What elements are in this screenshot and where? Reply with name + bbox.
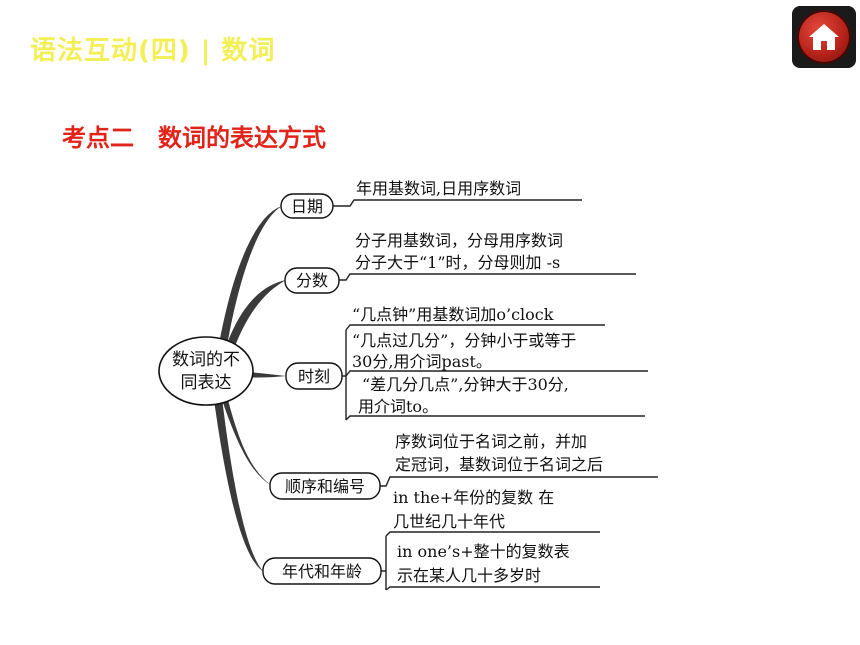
branch-age-detail-4: 示在某人几十多岁时: [397, 566, 541, 585]
branch-order-detail-1: 序数词位于名词之前，并加: [395, 432, 587, 451]
branch-age-detail-2: 几世纪几十年代: [393, 512, 505, 531]
branch-time: 时刻 “几点钟”用基数词加o’clock “几点过几分”，分钟小于或等于 30分…: [285, 305, 648, 421]
home-icon: [809, 24, 839, 50]
branch-age: 年代和年龄 in the+年份的复数 在 几世纪几十年代 in one’s+整十…: [262, 488, 600, 591]
branch-date-detail-1: 年用基数词,日用序数词: [356, 179, 521, 198]
home-button[interactable]: [792, 6, 856, 68]
branch-date-label: 日期: [291, 197, 323, 216]
root-line-2: 同表达: [181, 373, 232, 393]
branch-fraction: 分数 分子用基数词，分母用序数词 分子大于“1”时，分母则加 -s: [284, 231, 636, 294]
branch-order-label: 顺序和编号: [285, 477, 365, 496]
branch-date: 日期 年用基数词,日用序数词: [280, 179, 582, 219]
branch-order: 顺序和编号 序数词位于名词之前，并加 定冠词，基数词位于名词之后: [269, 432, 658, 500]
header-title: 语法互动(四) | 数词: [30, 36, 276, 66]
root-line-1: 数词的不: [172, 350, 240, 370]
branch-time-label: 时刻: [298, 367, 330, 386]
branch-time-detail-1: “几点钟”用基数词加o’clock: [352, 305, 554, 324]
branch-time-detail-2: “几点过几分”，分钟小于或等于: [352, 331, 576, 350]
branch-time-detail-3: 30分,用介词past。: [352, 352, 492, 371]
root-node: 数词的不 同表达: [158, 336, 254, 406]
branch-fraction-label: 分数: [296, 271, 328, 290]
section-title: 考点二 数词的表达方式: [62, 124, 326, 152]
branch-age-detail-3: in one’s+整十的复数表: [397, 542, 570, 561]
branch-fraction-detail-2: 分子大于“1”时，分母则加 -s: [355, 253, 560, 272]
branch-age-detail-1: in the+年份的复数 在: [393, 488, 554, 507]
branch-order-detail-2: 定冠词，基数词位于名词之后: [395, 455, 603, 474]
branch-fraction-detail-1: 分子用基数词，分母用序数词: [355, 231, 563, 250]
branch-time-detail-4: “差几分几点”,分钟大于30分,: [362, 375, 569, 394]
branch-time-detail-5: 用介词to。: [358, 397, 438, 416]
branch-age-label: 年代和年龄: [282, 562, 362, 581]
